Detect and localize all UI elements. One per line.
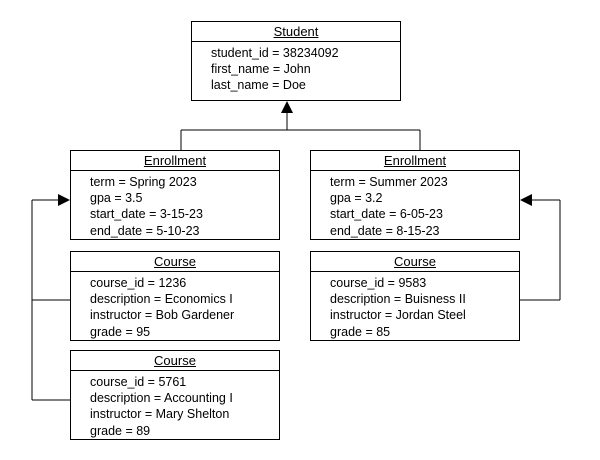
course-attribute: instructor = Mary Shelton [90,407,230,422]
course-attributes: course_id = 9583 description = Buisness … [311,272,519,340]
course-box-business: Course course_id = 9583 description = Bu… [310,251,520,341]
enrollment-box-right: Enrollment term = Summer 2023 gpa = 3.2 … [310,150,520,240]
enrollment-attribute: gpa = 3.2 [330,191,383,206]
course-attribute: course_id = 1236 [90,276,187,290]
course-attribute: description = Buisness II [330,292,466,307]
arrowhead-icon [520,194,532,206]
student-attributes: student_id = 38234092 first_name = John … [192,42,400,94]
enrollment-attributes: term = Spring 2023 gpa = 3.5 start_date … [71,171,279,239]
course-title: Course [71,252,279,272]
course-attributes: course_id = 1236 description = Economics… [71,272,279,340]
course-title: Course [71,351,279,371]
enrollment-attributes: term = Summer 2023 gpa = 3.2 start_date … [311,171,519,239]
course-attribute: instructor = Bob Gardener [90,308,235,323]
course-attribute: grade = 85 [330,324,391,339]
enrollment-attribute: gpa = 3.5 [90,191,143,206]
enrollment-attribute: start_date = 3-15-23 [90,207,203,222]
course-title: Course [311,252,519,272]
course-attribute: grade = 89 [90,423,151,438]
student-box: Student student_id = 38234092 first_name… [191,21,401,101]
enrollment-title: Enrollment [311,151,519,171]
enrollment-box-left: Enrollment term = Spring 2023 gpa = 3.5 … [70,150,280,240]
course-box-accounting: Course course_id = 5761 description = Ac… [70,350,280,440]
student-title: Student [192,22,400,42]
student-attribute: last_name = Doe [211,78,306,93]
course-attribute: grade = 95 [90,324,151,339]
course-box-economics: Course course_id = 1236 description = Ec… [70,251,280,341]
enrollment-attribute: end_date = 5-10-23 [90,223,200,238]
enrollment-attribute: term = Spring 2023 [90,175,197,189]
course-attribute: description = Accounting I [90,391,233,406]
student-attribute: first_name = John [211,62,311,77]
arrowhead-icon [281,101,293,113]
course-attributes: course_id = 5761 description = Accountin… [71,371,279,439]
course-attribute: instructor = Jordan Steel [330,308,466,323]
enrollment-attribute: end_date = 8-15-23 [330,223,440,238]
student-attribute: student_id = 38234092 [211,46,339,60]
arrowhead-icon [58,194,70,206]
enrollment-title: Enrollment [71,151,279,171]
enrollment-attribute: start_date = 6-05-23 [330,207,443,222]
course-attribute: description = Economics I [90,292,233,307]
course-attribute: course_id = 9583 [330,276,427,290]
course-attribute: course_id = 5761 [90,375,187,389]
enrollment-attribute: term = Summer 2023 [330,175,448,189]
